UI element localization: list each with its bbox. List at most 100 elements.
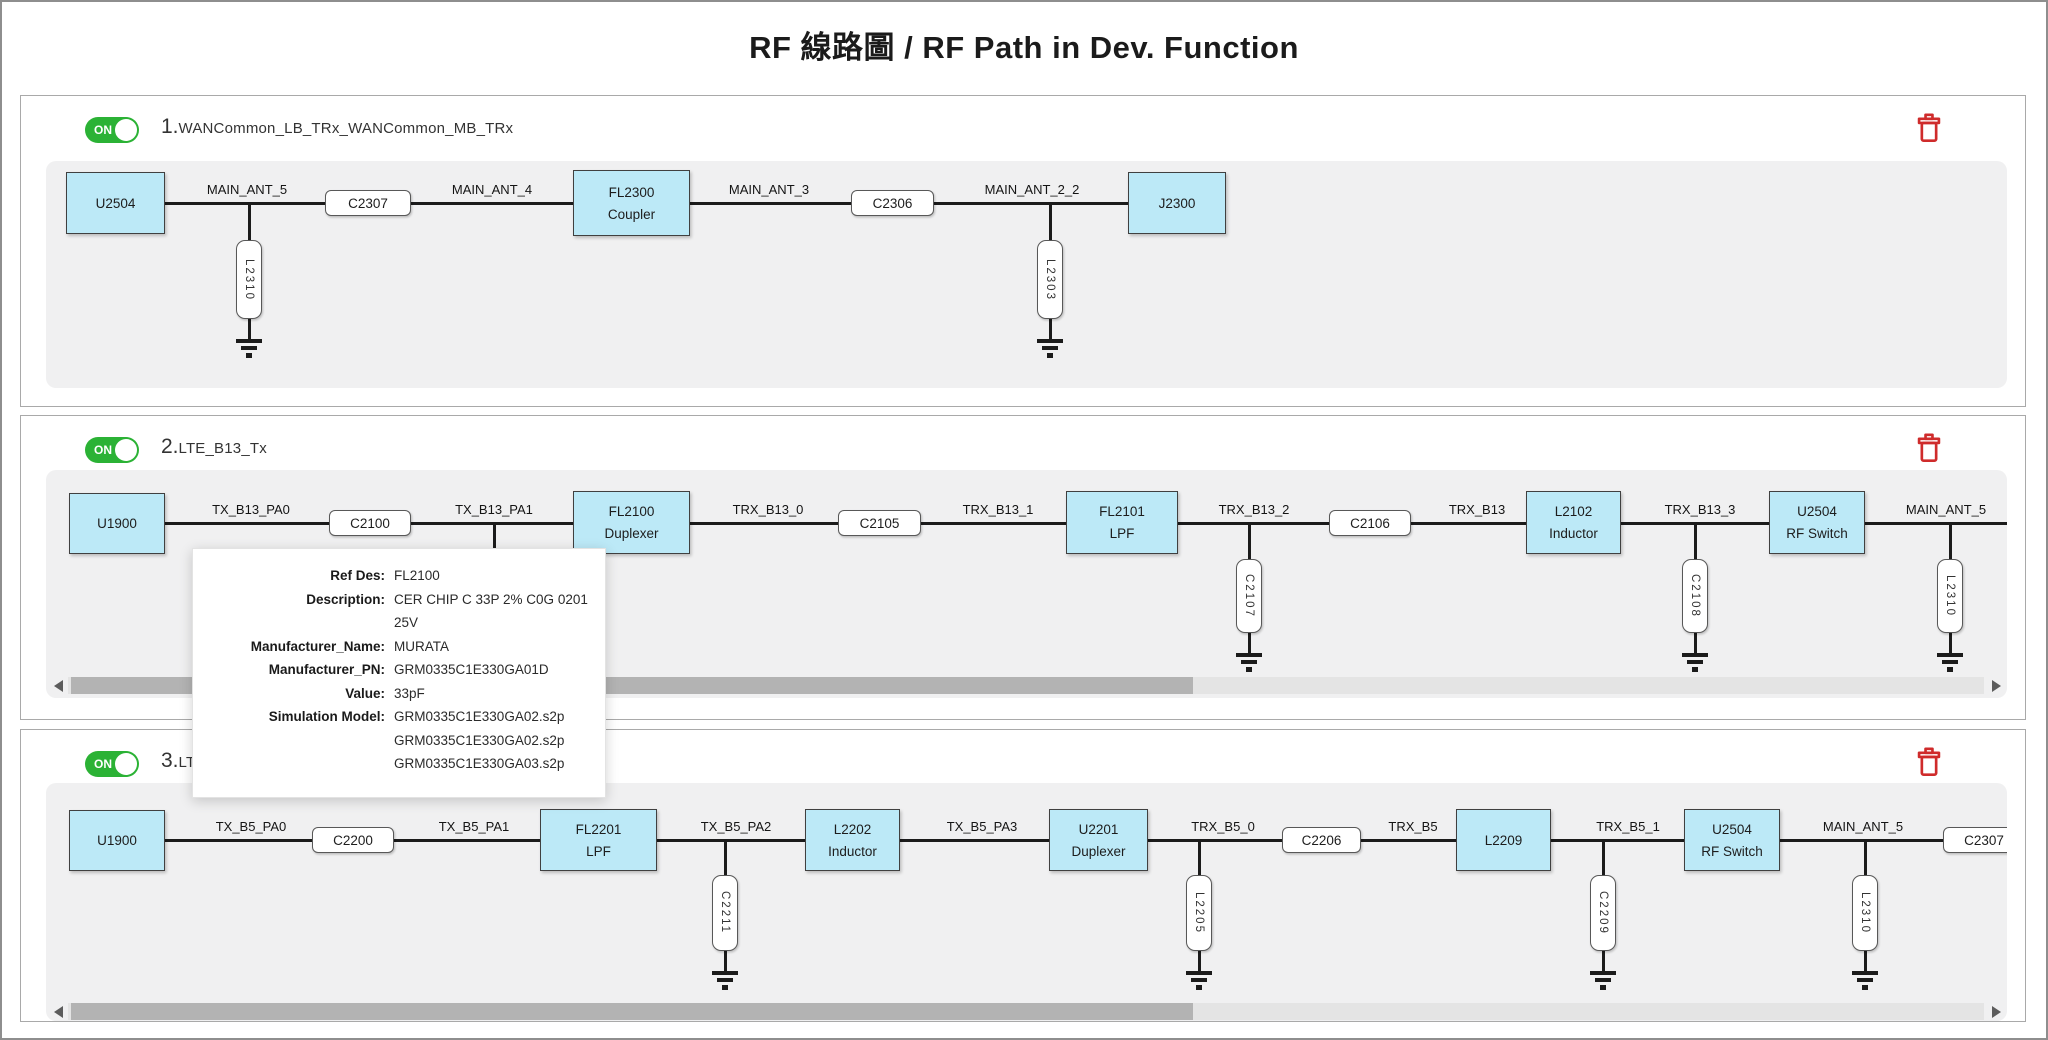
ground-symbol [236,339,262,343]
tooltip-field-value: MURATA [394,638,449,654]
scroll-right-icon[interactable] [1992,680,2001,692]
component-sublabel: LPF [586,843,611,859]
net-label-TX_B5_PA0: TX_B5_PA0 [215,819,287,834]
trash-icon [1917,433,1941,462]
component-C2211[interactable]: C2211 [712,875,738,951]
component-L2303[interactable]: L2303 [1037,240,1063,319]
net-label-TRX_B13_1: TRX_B13_1 [962,502,1034,517]
path-title: 1.WANCommon_LB_TRx_WANCommon_MB_TRx [161,115,513,139]
ground-symbol [1196,985,1202,990]
delete-path-button[interactable] [1913,112,1945,146]
component-L2310[interactable]: L2310 [1937,559,1963,633]
tooltip-field-value: FL2100 [394,568,440,583]
component-C2209[interactable]: C2209 [1590,875,1616,951]
ground-symbol [1687,660,1703,664]
component-sublabel: Inductor [1549,526,1598,541]
component-sublabel: RF Switch [1701,843,1763,859]
ground-symbol [241,346,257,350]
component-L2209[interactable]: L2209 [1456,809,1551,871]
component-label: FL2100 [608,504,655,519]
component-C2200[interactable]: C2200 [312,827,394,853]
ground-wire [1949,633,1952,653]
component-L2310[interactable]: L2310 [1852,875,1878,951]
component-L2205[interactable]: L2205 [1186,875,1212,951]
shunt-wire [248,203,251,240]
component-C2100[interactable]: C2100 [329,510,411,536]
tooltip-field-label: Description: [306,591,385,607]
component-U2504[interactable]: U2504 [66,172,165,234]
tooltip-field-label: Ref Des: [330,568,385,583]
scroll-right-icon[interactable] [1992,1006,2001,1018]
component-label: U1900 [97,833,137,848]
tooltip-field-label: Manufacturer_Name: [250,638,385,654]
ground-symbol [1590,971,1616,975]
ground-symbol [717,978,733,982]
net-label-MAIN_ANT_5: MAIN_ANT_5 [1905,502,1987,517]
component-sublabel: RF Switch [1786,526,1848,541]
component-sublabel: Duplexer [1071,843,1126,859]
ground-symbol [1682,653,1708,657]
ground-symbol [1942,660,1958,664]
component-label: U2504 [1712,821,1752,837]
ground-symbol [1852,971,1878,975]
component-C2306[interactable]: C2306 [851,190,934,216]
power-toggle[interactable]: ON [85,751,139,777]
toggle-knob [115,119,137,141]
net-label-TRX_B13: TRX_B13 [1448,502,1506,517]
ground-symbol [1947,667,1953,672]
component-C2107[interactable]: C2107 [1236,559,1262,633]
component-J2300[interactable]: J2300 [1128,172,1226,234]
path-name: WANCommon_LB_TRx_WANCommon_MB_TRx [178,120,514,137]
component-U1900[interactable]: U1900 [69,810,165,871]
tooltip-field-label: Manufacturer_PN: [268,662,385,677]
component-C2108[interactable]: C2108 [1682,559,1708,633]
shunt-wire [1198,840,1201,875]
component-C2206[interactable]: C2206 [1282,827,1361,853]
power-toggle[interactable]: ON [85,117,139,143]
component-U2504[interactable]: U2504 RF Switch [1684,809,1780,871]
component-C2105[interactable]: C2105 [838,510,921,536]
path-title: 2.LTE_B13_Tx [161,435,267,459]
component-label: C2307 [1964,832,2004,848]
scroll-left-icon[interactable] [54,680,63,692]
ground-symbol [722,985,728,990]
net-label-TX_B13_PA0: TX_B13_PA0 [212,502,290,517]
component-C2106[interactable]: C2106 [1329,510,1411,536]
delete-path-button[interactable] [1913,746,1945,780]
toggle-on-label: ON [94,443,112,457]
ground-symbol [1595,978,1611,982]
delete-path-button[interactable] [1913,432,1945,466]
component-C2307[interactable]: C2307 [1943,827,2007,853]
component-sublabel: Inductor [828,843,877,859]
toggle-on-label: ON [94,123,112,137]
tooltip-row: Manufacturer_Name: MURATA [193,635,605,659]
h-scrollbar-thumb[interactable] [71,1003,1193,1020]
component-label: L2310 [243,258,255,301]
component-C2307[interactable]: C2307 [325,190,411,216]
ground-wire [724,951,727,971]
component-L2310[interactable]: L2310 [236,240,262,319]
ground-symbol [1937,653,1963,657]
shunt-wire [1248,523,1251,559]
component-label: C2306 [872,195,913,211]
scroll-left-icon[interactable] [54,1006,63,1018]
component-U1900[interactable]: U1900 [69,493,165,554]
path-index: 3. [161,749,179,772]
component-label: U1900 [97,516,137,531]
ground-wire [1049,319,1052,339]
tooltip-field-label [193,611,385,635]
toggle-knob [115,439,137,461]
path-name: LTE_B13_Tx [178,440,267,457]
power-toggle[interactable]: ON [85,437,139,463]
